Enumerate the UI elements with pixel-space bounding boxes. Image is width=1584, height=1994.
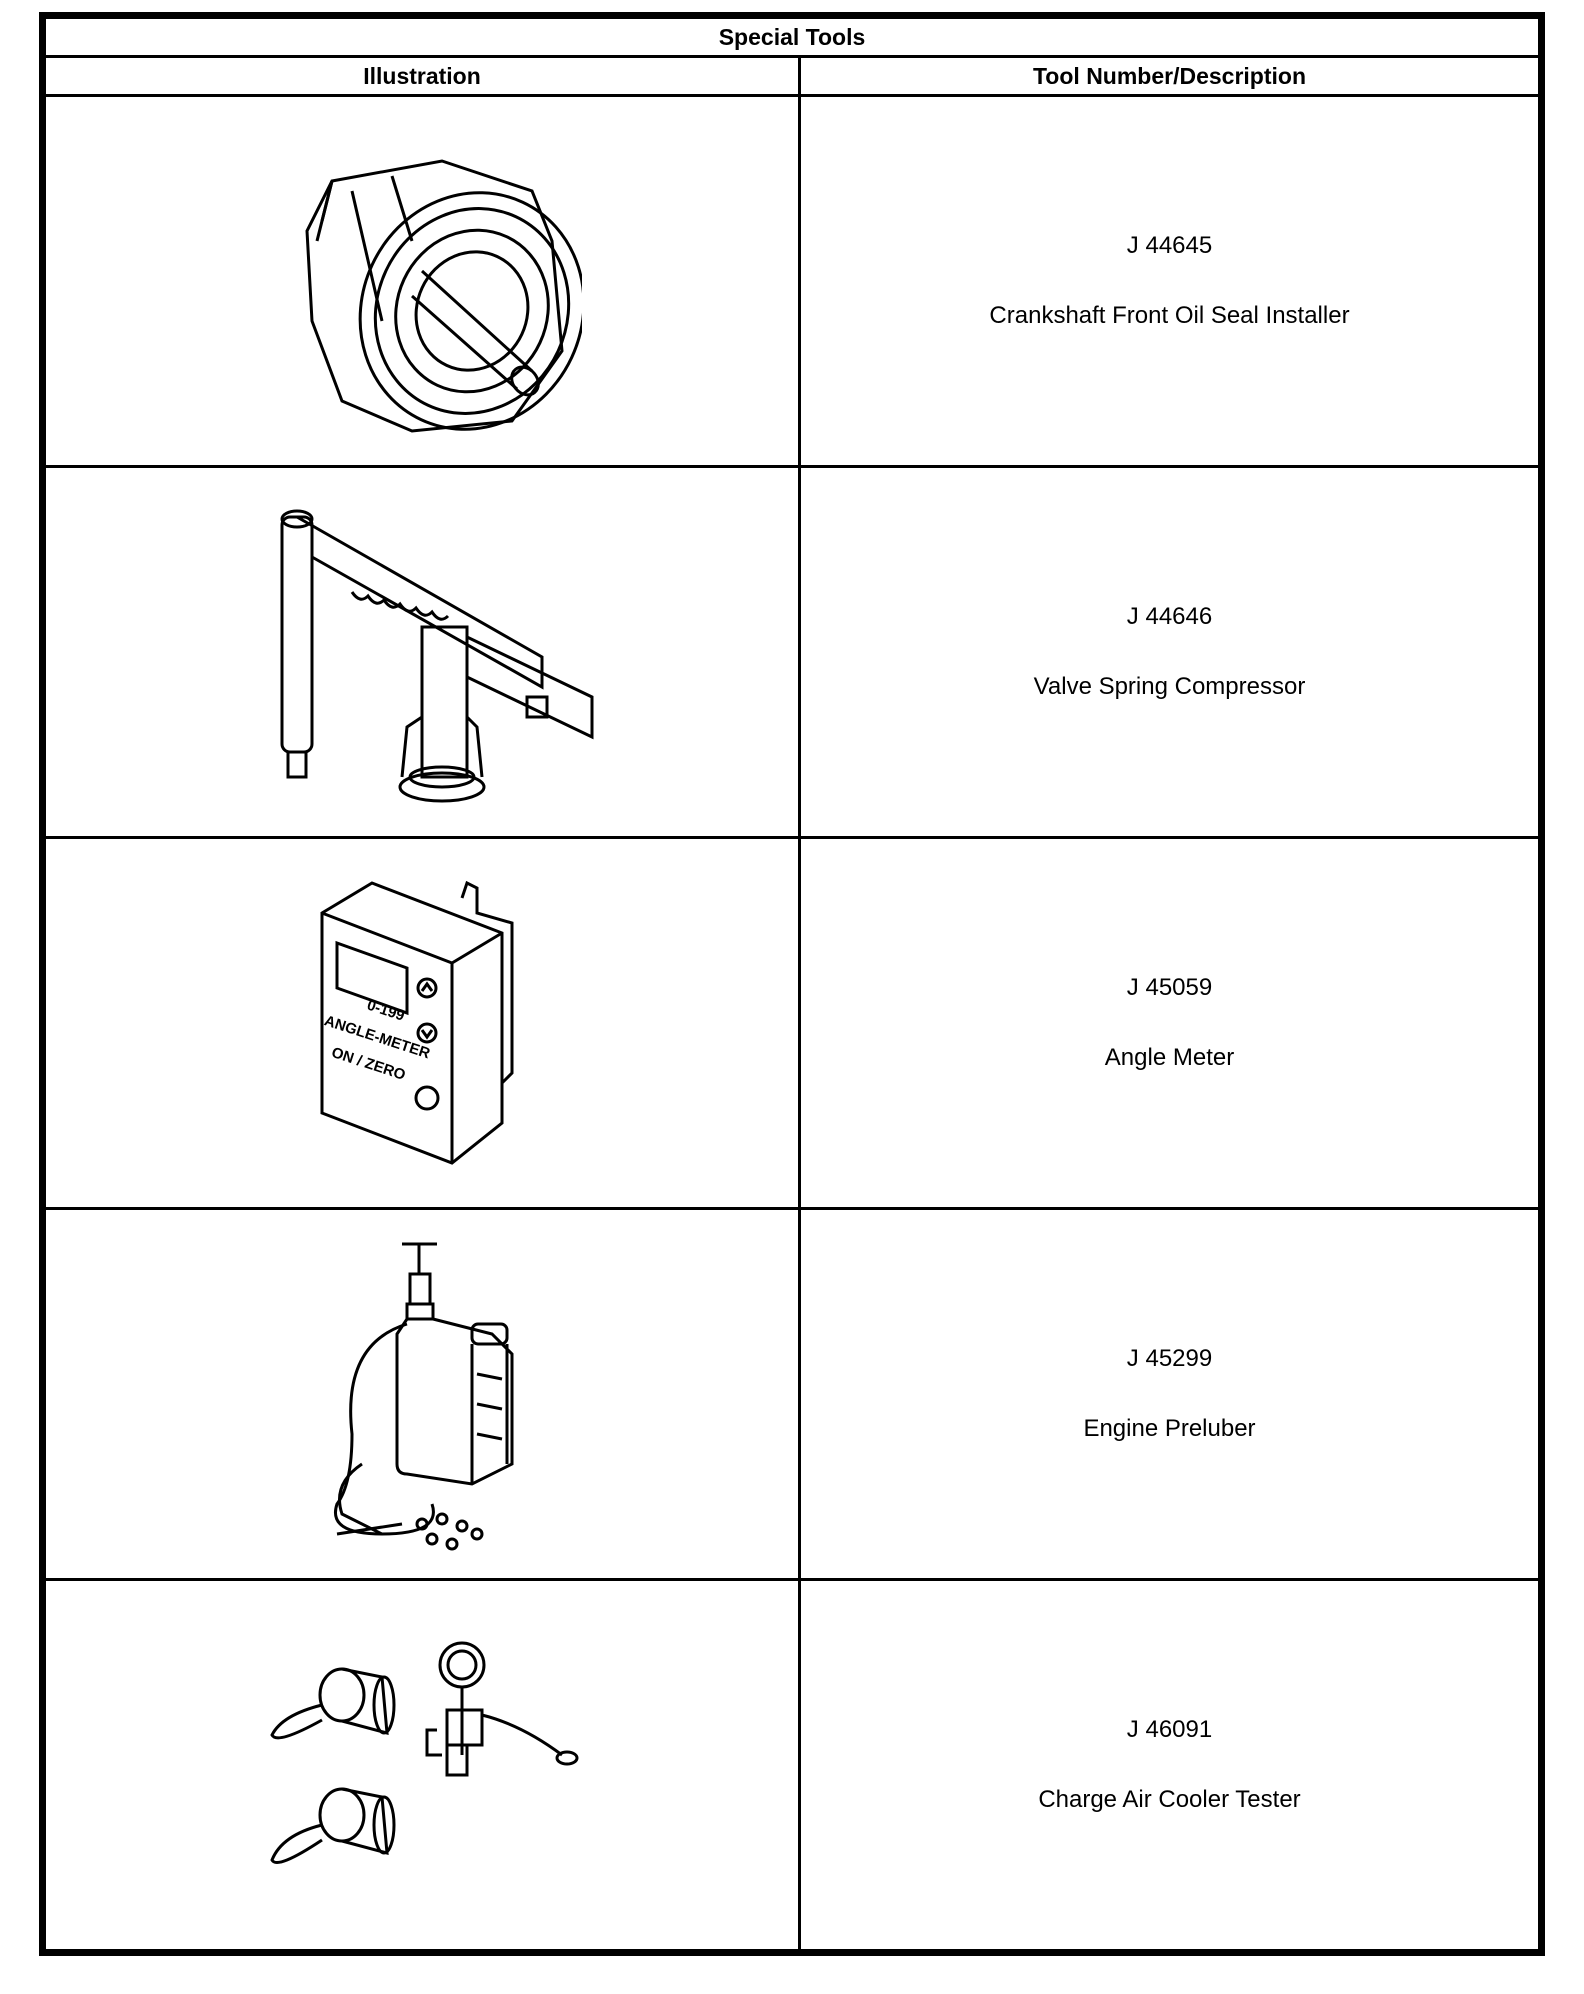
tool-number: J 44646 xyxy=(1126,603,1213,630)
illustration-header: Illustration xyxy=(43,55,801,97)
tool-name: Engine Preluber xyxy=(1083,1415,1256,1442)
description-cell: J 44645 Crankshaft Front Oil Seal Instal… xyxy=(798,94,1541,468)
table-header-row: Illustration Tool Number/Description xyxy=(43,55,1541,97)
illustration-cell: 0-199 ANGLE-METER ON / ZERO xyxy=(43,836,801,1210)
tool-name: Valve Spring Compressor xyxy=(1033,673,1306,700)
tool-name: Charge Air Cooler Tester xyxy=(1038,1786,1301,1813)
seal-installer-icon xyxy=(305,159,582,433)
description-cell: J 45299 Engine Preluber xyxy=(798,1207,1541,1581)
table-row: J 44645 Crankshaft Front Oil Seal Instal… xyxy=(43,94,1541,468)
tool-name: Crankshaft Front Oil Seal Installer xyxy=(989,302,1350,329)
charge-air-cooler-tester-icon xyxy=(270,1641,579,1864)
engine-preluber-icon xyxy=(334,1242,514,1551)
special-tools-sheet: Special Tools Illustration Tool Number/D… xyxy=(39,12,1545,1956)
description-cell: J 45059 Angle Meter xyxy=(798,836,1541,1210)
illustration-cell xyxy=(43,94,801,468)
table-title-row: Special Tools xyxy=(43,16,1541,58)
description-cell: J 46091 Charge Air Cooler Tester xyxy=(798,1578,1541,1952)
on-zero-button-icon xyxy=(414,1085,440,1111)
illustration-cell xyxy=(43,1207,801,1581)
description-header: Tool Number/Description xyxy=(798,55,1541,97)
angle-meter-icon: 0-199 ANGLE-METER ON / ZERO xyxy=(320,880,514,1165)
illustration-cell xyxy=(43,1578,801,1952)
up-button-icon xyxy=(416,977,438,999)
table-row: J 44646 Valve Spring Compressor xyxy=(43,465,1541,839)
table-title: Special Tools xyxy=(43,16,1541,58)
table-row: 0-199 ANGLE-METER ON / ZERO J 45059 Angl… xyxy=(43,836,1541,1210)
special-tools-table: Special Tools Illustration Tool Number/D… xyxy=(43,16,1541,1952)
tool-number: J 44645 xyxy=(1126,232,1213,259)
tool-number: J 45299 xyxy=(1126,1345,1213,1372)
table-row: J 46091 Charge Air Cooler Tester xyxy=(43,1578,1541,1952)
tool-number: J 45059 xyxy=(1126,974,1213,1001)
device-range-text: 0-199 xyxy=(365,997,407,1025)
down-button-icon xyxy=(416,1022,438,1044)
display-screen xyxy=(335,940,409,1016)
tool-name: Angle Meter xyxy=(1104,1044,1235,1071)
table-row: J 45299 Engine Preluber xyxy=(43,1207,1541,1581)
description-cell: J 44646 Valve Spring Compressor xyxy=(798,465,1541,839)
tool-number: J 46091 xyxy=(1126,1716,1213,1743)
valve-spring-compressor-icon xyxy=(280,509,594,803)
illustration-cell xyxy=(43,465,801,839)
